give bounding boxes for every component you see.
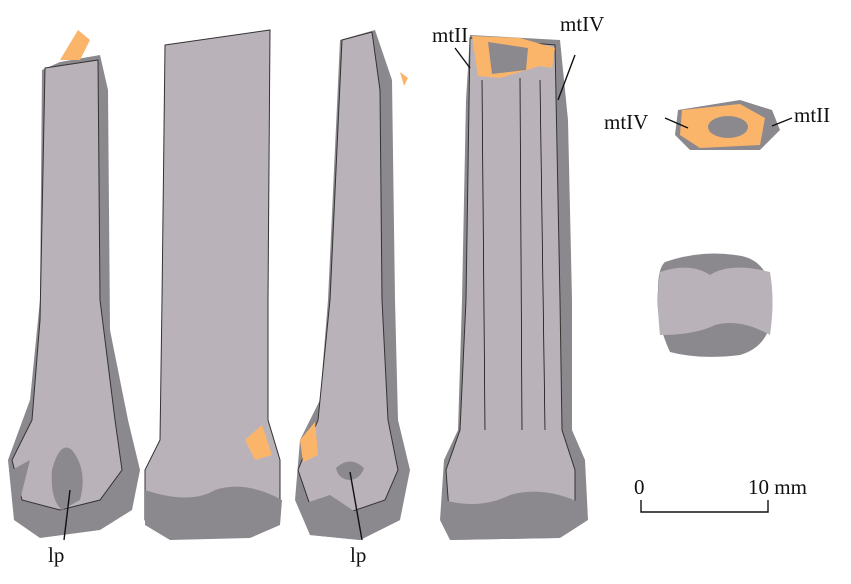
scale-start: 0 — [634, 475, 645, 499]
bone-view-3 — [295, 30, 410, 540]
leader-mt4-top — [557, 54, 576, 101]
label-mtII-top: mtII — [432, 23, 469, 47]
bone-view-1 — [8, 30, 140, 538]
label-lp-right: lp — [350, 543, 367, 567]
leader-lp-left — [63, 489, 71, 541]
bone-view-4 — [440, 35, 588, 540]
leader-lp-right — [349, 471, 363, 541]
leader-mt2-top — [454, 47, 471, 69]
label-mtIV-section: mtIV — [604, 110, 649, 134]
leader-mt2-section — [771, 117, 793, 127]
leader-mt4-section — [664, 117, 689, 129]
label-mtIV-top: mtIV — [560, 12, 605, 36]
scale-end: 10 mm — [748, 475, 807, 499]
label-mtII-section: mtII — [794, 103, 831, 127]
distal-cross-section — [657, 253, 773, 357]
scale-bar — [640, 500, 769, 513]
proximal-cross-section — [675, 100, 780, 150]
bone-view-2 — [144, 29, 282, 540]
label-lp-left: lp — [48, 543, 65, 567]
